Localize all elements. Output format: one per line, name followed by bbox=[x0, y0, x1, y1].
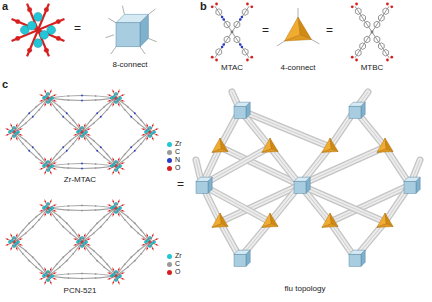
zr-cluster bbox=[142, 234, 159, 251]
legend-item: Zr bbox=[167, 140, 182, 148]
legend-text: N bbox=[175, 156, 180, 164]
cube-node bbox=[234, 102, 250, 118]
zr-cluster bbox=[40, 200, 57, 217]
equals-sign: = bbox=[262, 24, 269, 37]
cube-node bbox=[294, 177, 310, 193]
topology-link bbox=[240, 110, 330, 147]
tetrahedron-node bbox=[212, 138, 228, 152]
panel-letter: b bbox=[200, 0, 207, 12]
panel-letter: c bbox=[2, 78, 8, 90]
equals-sign: = bbox=[177, 178, 184, 191]
legend-swatch bbox=[167, 142, 172, 147]
zr-cluster bbox=[108, 200, 125, 217]
legend-text: O bbox=[175, 164, 180, 172]
tetrahedron-node bbox=[322, 138, 338, 152]
legend-item: O bbox=[167, 268, 180, 276]
tetrahedron-node bbox=[377, 138, 393, 152]
zr-cluster bbox=[108, 90, 125, 107]
cube-node bbox=[349, 102, 365, 118]
cube-node bbox=[349, 250, 365, 266]
zr-cluster bbox=[74, 124, 91, 141]
panel-letter: a bbox=[2, 0, 8, 12]
tetrahedron-node bbox=[377, 213, 393, 227]
molecule-name: MTAC bbox=[221, 64, 243, 73]
cube-node bbox=[234, 250, 250, 266]
legend-swatch bbox=[167, 270, 172, 275]
legend-item: N bbox=[167, 156, 180, 164]
legend-text: C bbox=[175, 260, 180, 268]
topology-link bbox=[202, 185, 270, 222]
legend-item: C bbox=[167, 148, 180, 156]
tetrahedron-node bbox=[262, 213, 278, 227]
zr-cluster bbox=[108, 268, 125, 285]
caption-label: 4-connect bbox=[280, 64, 315, 73]
equals-sign: = bbox=[74, 22, 81, 35]
zr-cluster bbox=[40, 90, 57, 107]
molecule-name: MTBC bbox=[361, 64, 384, 73]
zr-mtac-framework bbox=[6, 90, 159, 175]
zr-cluster bbox=[12, 4, 65, 57]
legend-text: Zr bbox=[175, 140, 182, 148]
flu-topology bbox=[196, 92, 420, 266]
zr-cluster bbox=[40, 268, 57, 285]
zr-cluster bbox=[6, 124, 23, 141]
tetrahedron-node bbox=[277, 8, 319, 46]
caption-label: 8-connect bbox=[112, 61, 147, 70]
equals-sign: = bbox=[326, 24, 333, 37]
cube-node bbox=[196, 177, 212, 193]
legend-swatch bbox=[167, 262, 172, 267]
tetrahedron-node bbox=[262, 138, 278, 152]
legend-text: O bbox=[175, 268, 180, 276]
legend-text: C bbox=[175, 148, 180, 156]
legend-swatch bbox=[167, 166, 172, 171]
cube-node bbox=[404, 177, 420, 193]
zr-cluster bbox=[6, 234, 23, 251]
legend-text: Zr bbox=[175, 252, 182, 260]
zr-cluster bbox=[108, 158, 125, 175]
legend-item: C bbox=[167, 260, 180, 268]
mtac-molecule bbox=[211, 3, 253, 62]
pcn-521-framework bbox=[6, 200, 159, 285]
legend-swatch bbox=[167, 254, 172, 259]
tetrahedron-node bbox=[322, 213, 338, 227]
legend-item: Zr bbox=[167, 252, 182, 260]
legend-item: O bbox=[167, 164, 180, 172]
topology-link bbox=[300, 185, 385, 222]
mtbc-molecule bbox=[351, 3, 393, 62]
cube-node bbox=[105, 6, 156, 54]
zr-cluster bbox=[142, 124, 159, 141]
topology-link bbox=[300, 147, 385, 185]
tetrahedron-node bbox=[212, 213, 228, 227]
zr-cluster bbox=[40, 158, 57, 175]
structure-name: PCN-521 bbox=[64, 287, 97, 296]
topology-name: flu topology bbox=[285, 285, 326, 294]
legend-swatch bbox=[167, 150, 172, 155]
topology-link bbox=[270, 147, 300, 185]
legend-swatch bbox=[167, 158, 172, 163]
zr-cluster bbox=[74, 234, 91, 251]
structure-name: Zr-MTAC bbox=[64, 176, 96, 185]
